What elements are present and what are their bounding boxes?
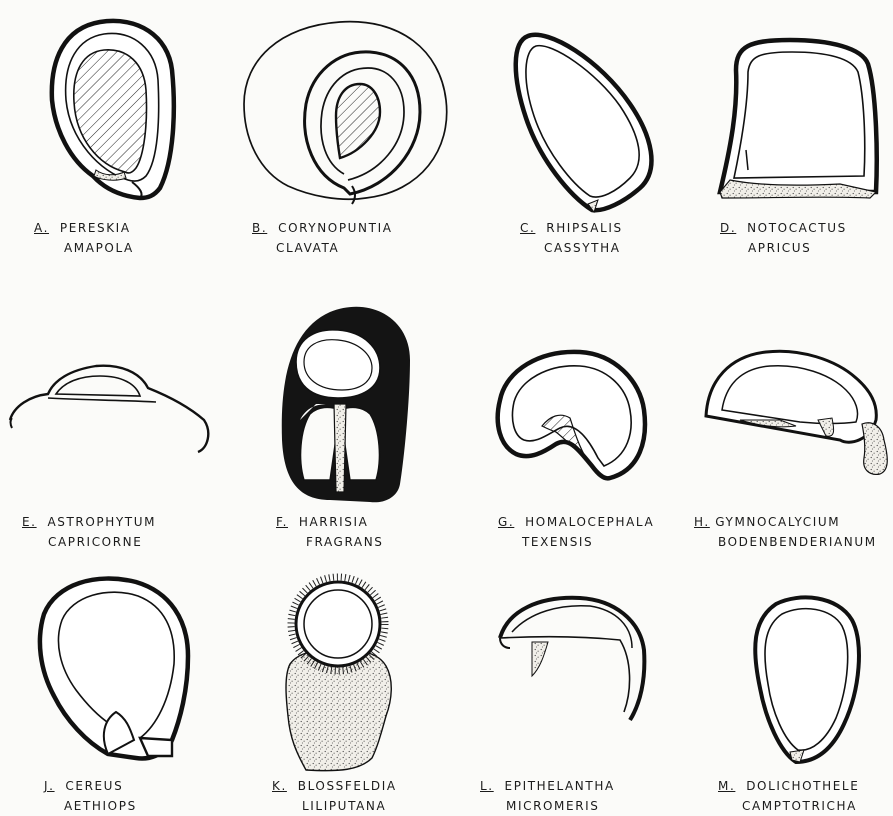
caption-f: F. HARRISIA FRAGRANS (276, 512, 384, 552)
caption-e: E. ASTROPHYTUM CAPRICORNE (22, 512, 156, 552)
caption-l: L. EPITHELANTHA MICROMERIS (480, 776, 615, 816)
caption-d: D. NOTOCACTUS APRICUS (720, 218, 847, 258)
caption-h: H. GYMNOCALYCIUM BODENBENDERIANUM (694, 512, 877, 552)
caption-j: J. CEREUS AETHIOPS (44, 776, 137, 816)
seed-g-homalocephala (498, 352, 645, 479)
seed-m-dolichothele (755, 597, 859, 762)
caption-c: C. RHIPSALIS CASSYTHA (520, 218, 623, 258)
seed-f-harrisia (282, 307, 410, 503)
seed-j-cereus (40, 579, 188, 759)
seed-l-epithelantha (500, 598, 644, 720)
seed-k-blossfeldia (286, 577, 391, 771)
caption-b: B. CORYNOPUNTIA CLAVATA (252, 218, 393, 258)
caption-a: A. PERESKIA AMAPOLA (34, 218, 134, 258)
seed-c-rhipsalis (516, 35, 652, 212)
seed-a-pereskia (52, 21, 174, 198)
seed-h-gymnocalycium (706, 351, 887, 474)
seed-d-notocactus (720, 40, 877, 198)
caption-m: M. DOLICHOTHELE CAMPTOTRICHA (718, 776, 859, 816)
caption-g: G. HOMALOCEPHALA TEXENSIS (498, 512, 654, 552)
seed-e-astrophytum (10, 366, 208, 452)
caption-k: K. BLOSSFELDIA LILIPUTANA (272, 776, 397, 816)
seed-b-corynopuntia (244, 22, 447, 204)
